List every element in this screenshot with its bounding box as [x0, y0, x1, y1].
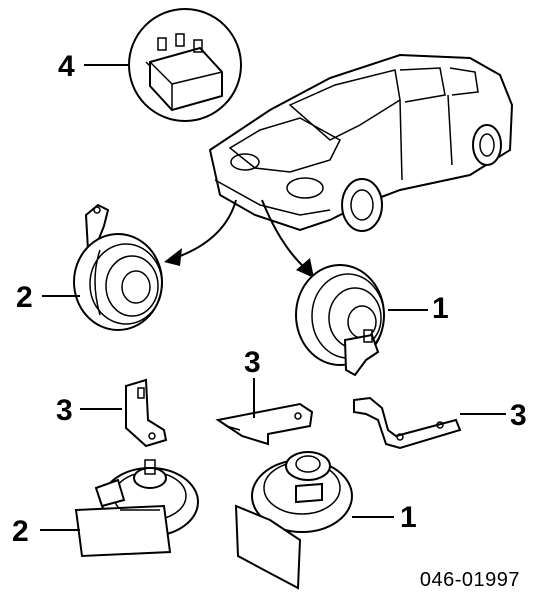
callout-lower-right-horn: 1	[400, 501, 417, 534]
callout-center-bracket: 3	[244, 346, 261, 379]
callout-right-horn: 1	[432, 292, 449, 325]
lower-left-horn-illustration	[74, 459, 199, 558]
callout-left-bracket: 3	[56, 394, 73, 427]
callout-relay: 4	[58, 50, 75, 83]
lower-right-horn-illustration	[234, 451, 353, 590]
callout-right-bracket: 3	[510, 399, 527, 432]
left-horn-illustration	[73, 203, 163, 331]
left-bracket-illustration	[125, 378, 168, 448]
callout-left-horn: 2	[16, 281, 33, 314]
arrow-to-right-horn	[261, 199, 314, 278]
diagram-part-number: 046-01997	[420, 569, 520, 591]
center-bracket-illustration	[215, 402, 314, 446]
right-horn-illustration	[295, 264, 385, 377]
arrow-to-left-horn	[164, 199, 237, 266]
car-illustration	[208, 53, 514, 232]
callout-lower-left-horn: 2	[12, 515, 29, 548]
relay-illustration	[128, 8, 242, 122]
right-bracket-illustration	[353, 396, 462, 450]
